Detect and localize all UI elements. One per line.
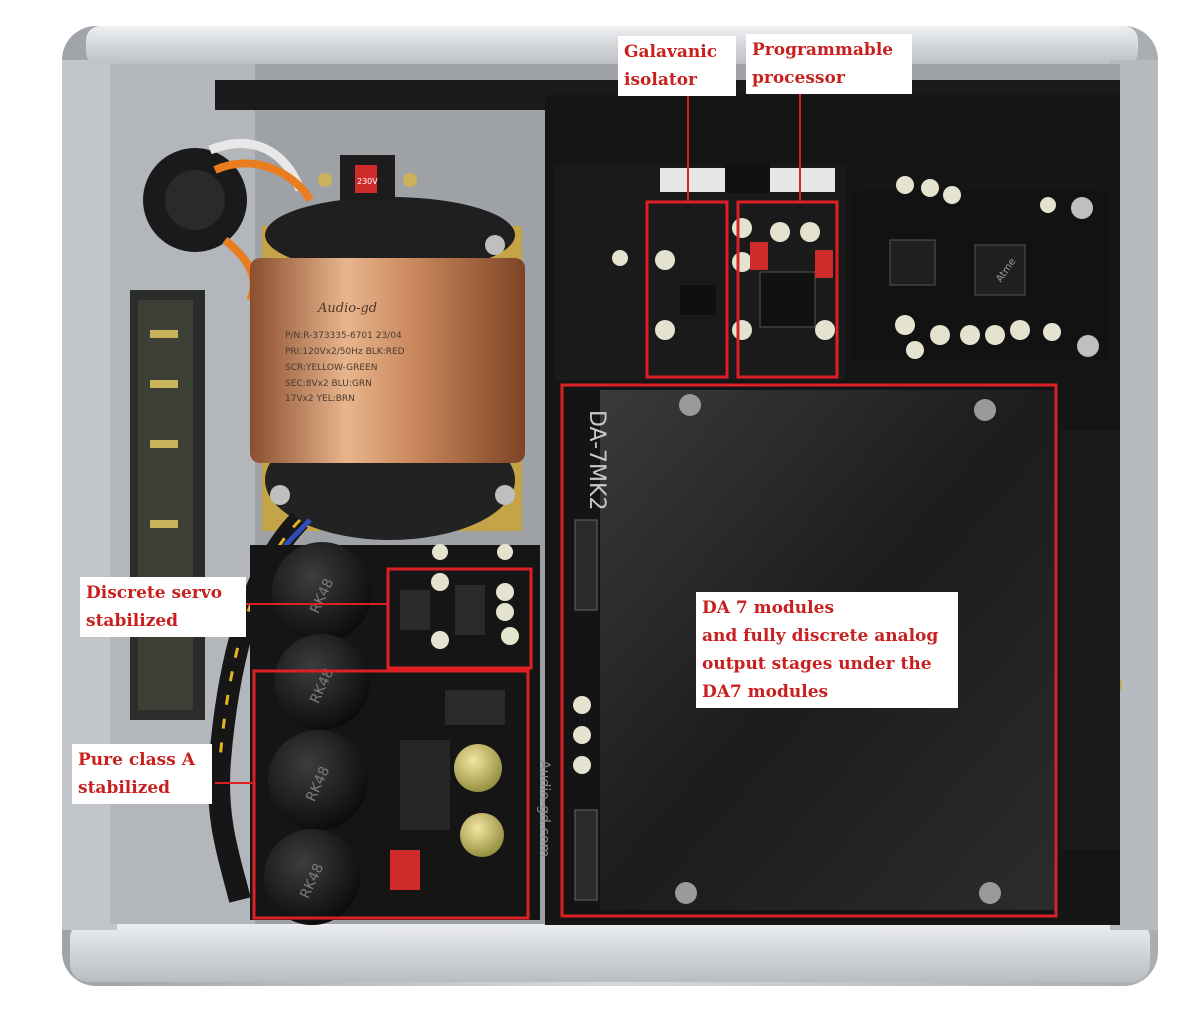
callout-discrete-servo: Discrete servo stabilized [80,577,246,637]
toroidal-transformer [250,197,525,540]
highlight-discrete-servo [386,567,533,670]
transformer-brand: Audio-gd [317,301,377,316]
callout-pure-class-a: Pure class A stabilized [72,744,212,804]
callout-pure-class-a-line-1: Pure class A [78,750,195,770]
callout-da7-modules: DA 7 modules and fully discrete analog o… [696,592,958,708]
transformer-pn: P/N:R-373335-6701 23/04 [285,331,402,341]
callout-da7-modules-line-2: and fully discrete analog [702,626,939,646]
callout-da7-modules-line-3: output stages under the [702,654,932,674]
top-rail [86,26,1138,66]
highlight-pure-class-a [252,669,530,920]
callout-da7-modules-line-4: DA7 modules [702,682,829,702]
brand-vertical: Audio-gd.com [536,760,552,857]
transformer-pri: PRI:120Vx2/50Hz BLK:RED [285,347,405,357]
callout-galvanic-isolator: Galavanic isolator [618,36,736,96]
highlight-programmable-processor [736,200,839,379]
highlight-da7-modules [560,383,1058,918]
callout-pure-class-a-line-2: stabilized [78,778,171,798]
voltage-selector-text: 230V [357,177,378,186]
callout-galvanic-isolator-line-1: Galavanic [624,42,718,62]
callout-programmable-processor-line-2: processor [752,68,845,88]
callout-da7-modules-line-1: DA 7 modules [702,598,835,618]
callout-galvanic-isolator-line-2: isolator [624,70,697,90]
transformer-sec2: 17Vx2 YEL:BRN [285,394,355,404]
callout-programmable-processor-line-1: Programmable [752,40,894,60]
processor-chip [759,271,816,328]
transformer-scr: SCR:YELLOW-GREEN [285,363,377,373]
transformer-sec: SEC:8Vx2 BLU:GRN [285,379,372,389]
callout-programmable-processor: Programmable processor [746,34,912,94]
filter-capacitors [264,542,372,925]
module-silkscreen: DA-7MK2 [584,410,609,510]
isolator-chip [680,285,716,315]
callout-discrete-servo-line-1: Discrete servo [86,583,223,603]
bottom-rail [70,920,1150,982]
callout-discrete-servo-line-2: stabilized [86,611,179,631]
